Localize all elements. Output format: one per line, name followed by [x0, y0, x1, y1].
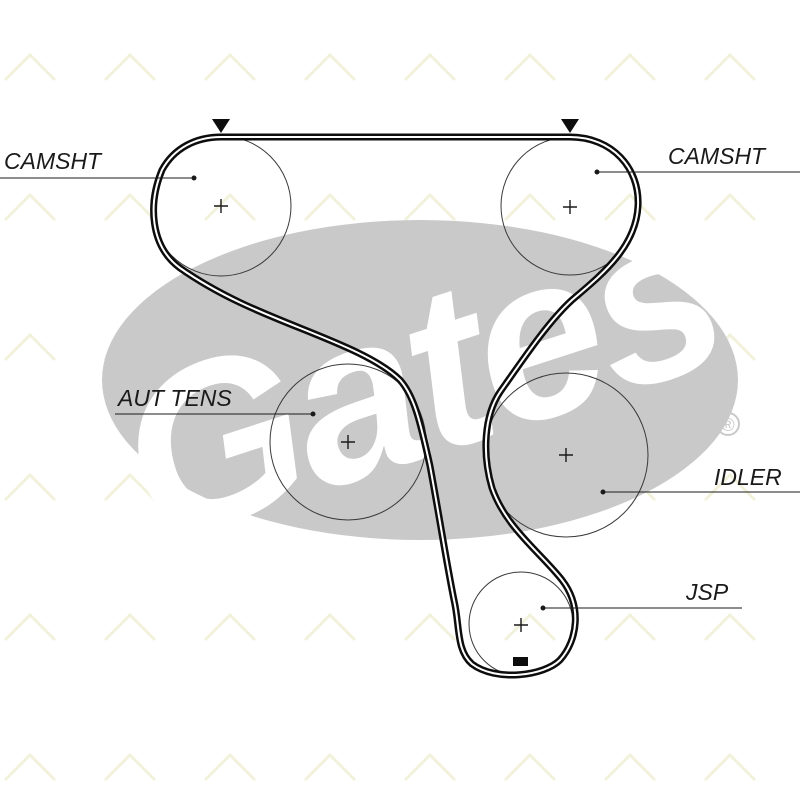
jackshaft-center-mark [514, 618, 528, 632]
triangle-watermark-mark [3, 752, 57, 782]
idler-label: IDLER [714, 464, 782, 490]
triangle-watermark-mark [203, 192, 257, 222]
triangle-watermark-mark [603, 192, 657, 222]
triangle-watermark-mark [103, 612, 157, 642]
triangle-watermark-mark [403, 192, 457, 222]
camshaft-right-leader-dot [594, 169, 600, 175]
timing-mark-right [561, 119, 579, 133]
triangle-watermark-mark [3, 332, 57, 362]
idler-leader-dot [600, 489, 606, 495]
triangle-watermark-mark [103, 752, 157, 782]
gates-logo-ellipse [102, 220, 738, 540]
triangle-watermark-mark [203, 612, 257, 642]
triangle-watermark-mark [3, 472, 57, 502]
camshaft-left-center-mark [214, 199, 228, 213]
leader-lines [0, 169, 800, 611]
registered-mark: ® [721, 415, 734, 435]
camshaft-right-center-mark [563, 200, 577, 214]
triangle-watermark-mark [103, 472, 157, 502]
component-labels: CAMSHT CAMSHT AUT TENS IDLER JSP [4, 143, 782, 605]
triangle-watermark-mark [603, 52, 657, 82]
jackshaft-timing-mark [513, 657, 528, 666]
triangle-watermark-mark [503, 52, 557, 82]
triangle-watermark-mark [703, 52, 757, 82]
triangle-watermark-mark [703, 752, 757, 782]
timing-belt [150, 133, 642, 679]
triangle-watermark-mark [103, 52, 157, 82]
triangle-watermark-mark [703, 192, 757, 222]
triangle-watermark-mark [3, 192, 57, 222]
triangle-watermark-mark [303, 52, 357, 82]
auto-tensioner-leader-dot [310, 411, 316, 417]
auto-tensioner-center-mark [341, 435, 355, 449]
triangle-watermark-mark [403, 612, 457, 642]
pulley-center-marks [214, 199, 577, 632]
triangle-watermark-mark [3, 612, 57, 642]
triangle-watermark-mark [603, 612, 657, 642]
triangle-watermark-mark [503, 192, 557, 222]
idler-center-mark [559, 448, 573, 462]
triangle-watermark-mark [503, 612, 557, 642]
triangle-watermark-mark [303, 752, 357, 782]
triangle-watermark-mark [103, 192, 157, 222]
triangle-watermark-mark [203, 752, 257, 782]
jackshaft-leader-dot [540, 605, 546, 611]
jackshaft-label: JSP [685, 579, 729, 605]
triangle-watermark-mark [703, 612, 757, 642]
camshaft-left-leader-dot [191, 175, 197, 181]
triangle-watermark-mark [203, 52, 257, 82]
triangle-watermark-mark [403, 752, 457, 782]
triangle-watermark-mark [403, 52, 457, 82]
registered-mark-circle [716, 412, 740, 436]
triangle-watermark-mark [303, 192, 357, 222]
timing-belt-inner-line [152, 136, 640, 676]
triangle-watermark-mark [303, 612, 357, 642]
triangle-watermark-mark [603, 752, 657, 782]
camshaft-left-label: CAMSHT [4, 148, 103, 174]
auto-tensioner-label: AUT TENS [116, 385, 232, 411]
camshaft-right-label: CAMSHT [668, 143, 767, 169]
triangle-watermark-mark [3, 52, 57, 82]
gates-logo-watermark: Gates ® [89, 159, 748, 592]
triangle-watermark-mark [503, 752, 557, 782]
timing-mark-left [212, 119, 230, 133]
